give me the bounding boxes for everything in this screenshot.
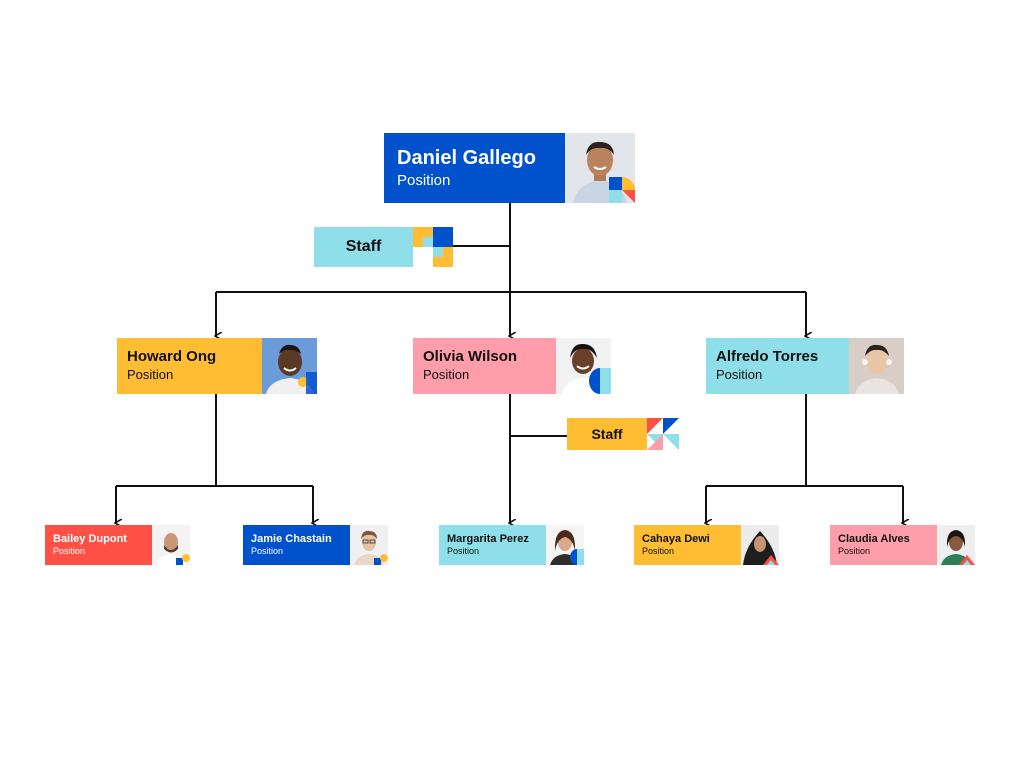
org-node-claudia-alves[interactable]: Claudia Alves Position	[830, 525, 975, 565]
person-position: Position	[716, 366, 763, 382]
person-photo	[565, 133, 635, 203]
person-name: Claudia Alves	[838, 533, 910, 546]
person-name: Howard Ong	[127, 348, 217, 366]
person-name: Cahaya Dewi	[642, 533, 710, 546]
org-node-bailey-dupont[interactable]: Bailey Dupont Position	[45, 525, 190, 565]
root-staff-box[interactable]: Staff	[314, 227, 453, 267]
geometric-accent-icon	[374, 554, 388, 565]
staff-label: Staff	[567, 418, 647, 450]
person-position: Position	[53, 546, 86, 557]
org-node-howard-ong[interactable]: Howard Ong Position	[117, 338, 317, 394]
node-text: Bailey Dupont Position	[45, 525, 148, 565]
person-position: Position	[642, 546, 675, 557]
geometric-accent-icon	[609, 177, 635, 203]
node-text: Olivia Wilson Position	[413, 338, 556, 394]
person-photo	[849, 338, 904, 394]
org-node-alfredo-torres[interactable]: Alfredo Torres Position	[706, 338, 904, 394]
person-name: Alfredo Torres	[716, 348, 819, 366]
node-text: Howard Ong Position	[117, 338, 262, 394]
person-name: Margarita Perez	[447, 533, 529, 546]
person-photo	[262, 338, 317, 394]
node-text: Cahaya Dewi Position	[634, 525, 737, 565]
person-photo	[546, 525, 584, 565]
geometric-accent-icon	[959, 555, 975, 565]
person-position: Position	[838, 546, 871, 557]
org-node-daniel-gallego[interactable]: Daniel Gallego Position	[384, 133, 635, 203]
person-name: Daniel Gallego	[397, 146, 536, 169]
person-name: Jamie Chastain	[251, 533, 332, 546]
person-position: Position	[447, 546, 480, 557]
person-photo	[937, 525, 975, 565]
geometric-accent-icon	[589, 368, 611, 394]
org-node-margarita-perez[interactable]: Margarita Perez Position	[439, 525, 584, 565]
person-photo	[152, 525, 190, 565]
person-position: Position	[397, 171, 451, 189]
olivia-staff-box[interactable]: Staff	[567, 418, 679, 450]
geometric-accent-icon	[176, 554, 190, 565]
geometric-accent-icon	[298, 372, 317, 394]
geometric-accent-icon	[647, 418, 679, 450]
person-photo	[556, 338, 611, 394]
staff-label: Staff	[314, 227, 413, 267]
node-text: Alfredo Torres Position	[706, 338, 849, 394]
person-position: Position	[423, 366, 470, 382]
person-photo	[350, 525, 388, 565]
person-position: Position	[251, 546, 284, 557]
person-name: Olivia Wilson	[423, 348, 518, 366]
node-text: Claudia Alves Position	[830, 525, 933, 565]
org-node-jamie-chastain[interactable]: Jamie Chastain Position	[243, 525, 388, 565]
node-text: Daniel Gallego Position	[384, 133, 565, 203]
geometric-accent-icon	[413, 227, 453, 267]
node-text: Jamie Chastain Position	[243, 525, 346, 565]
org-node-cahaya-dewi[interactable]: Cahaya Dewi Position	[634, 525, 779, 565]
org-node-olivia-wilson[interactable]: Olivia Wilson Position	[413, 338, 611, 394]
geometric-accent-icon	[763, 555, 779, 565]
geometric-accent-icon	[570, 549, 584, 565]
person-photo	[741, 525, 779, 565]
person-position: Position	[127, 366, 174, 382]
node-text: Margarita Perez Position	[439, 525, 542, 565]
person-name: Bailey Dupont	[53, 533, 127, 546]
